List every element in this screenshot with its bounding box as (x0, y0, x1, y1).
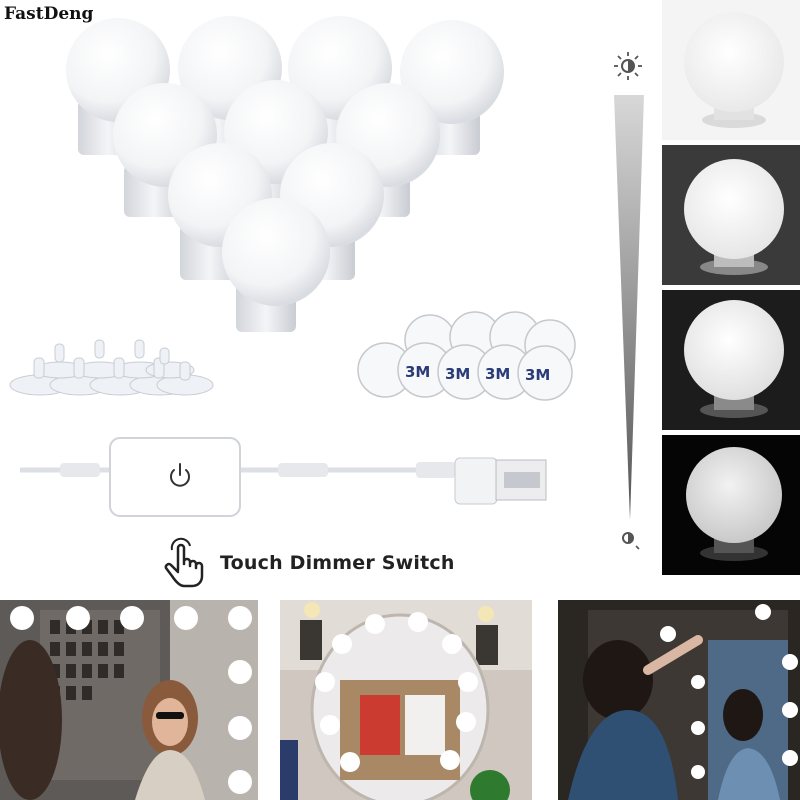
usb-cable (20, 437, 547, 517)
pad-brand-mark: 3M (445, 365, 470, 383)
power-icon (170, 463, 190, 487)
sun-bright-icon (614, 52, 642, 80)
touch-switch[interactable] (109, 437, 241, 517)
bulb-group (66, 16, 504, 332)
lifestyle-photo-vanity (0, 600, 258, 800)
adhesive-pads: 3M 3M 3M 3M (357, 311, 576, 401)
usb-plug (454, 457, 547, 505)
lifestyle-photo-mirror (558, 600, 800, 800)
suction-cups (9, 339, 214, 396)
pad-brand-mark: 3M (485, 365, 510, 383)
bulb (222, 198, 330, 332)
brightness-panel-50 (662, 290, 800, 430)
brightness-panel-75 (662, 145, 800, 285)
pad-brand-mark: 3M (525, 366, 550, 384)
brand-logo: FastDeng (4, 4, 94, 24)
pad-brand-mark: 3M (405, 363, 430, 381)
brightness-panel-25 (662, 435, 800, 575)
sun-dim-icon (622, 532, 640, 550)
switch-label: Touch Dimmer Switch (220, 552, 455, 574)
brightness-scale (614, 52, 644, 550)
lifestyle-photo-bathroom (280, 600, 532, 800)
brightness-panel-100 (662, 0, 800, 140)
touch-hand-icon (164, 537, 204, 588)
